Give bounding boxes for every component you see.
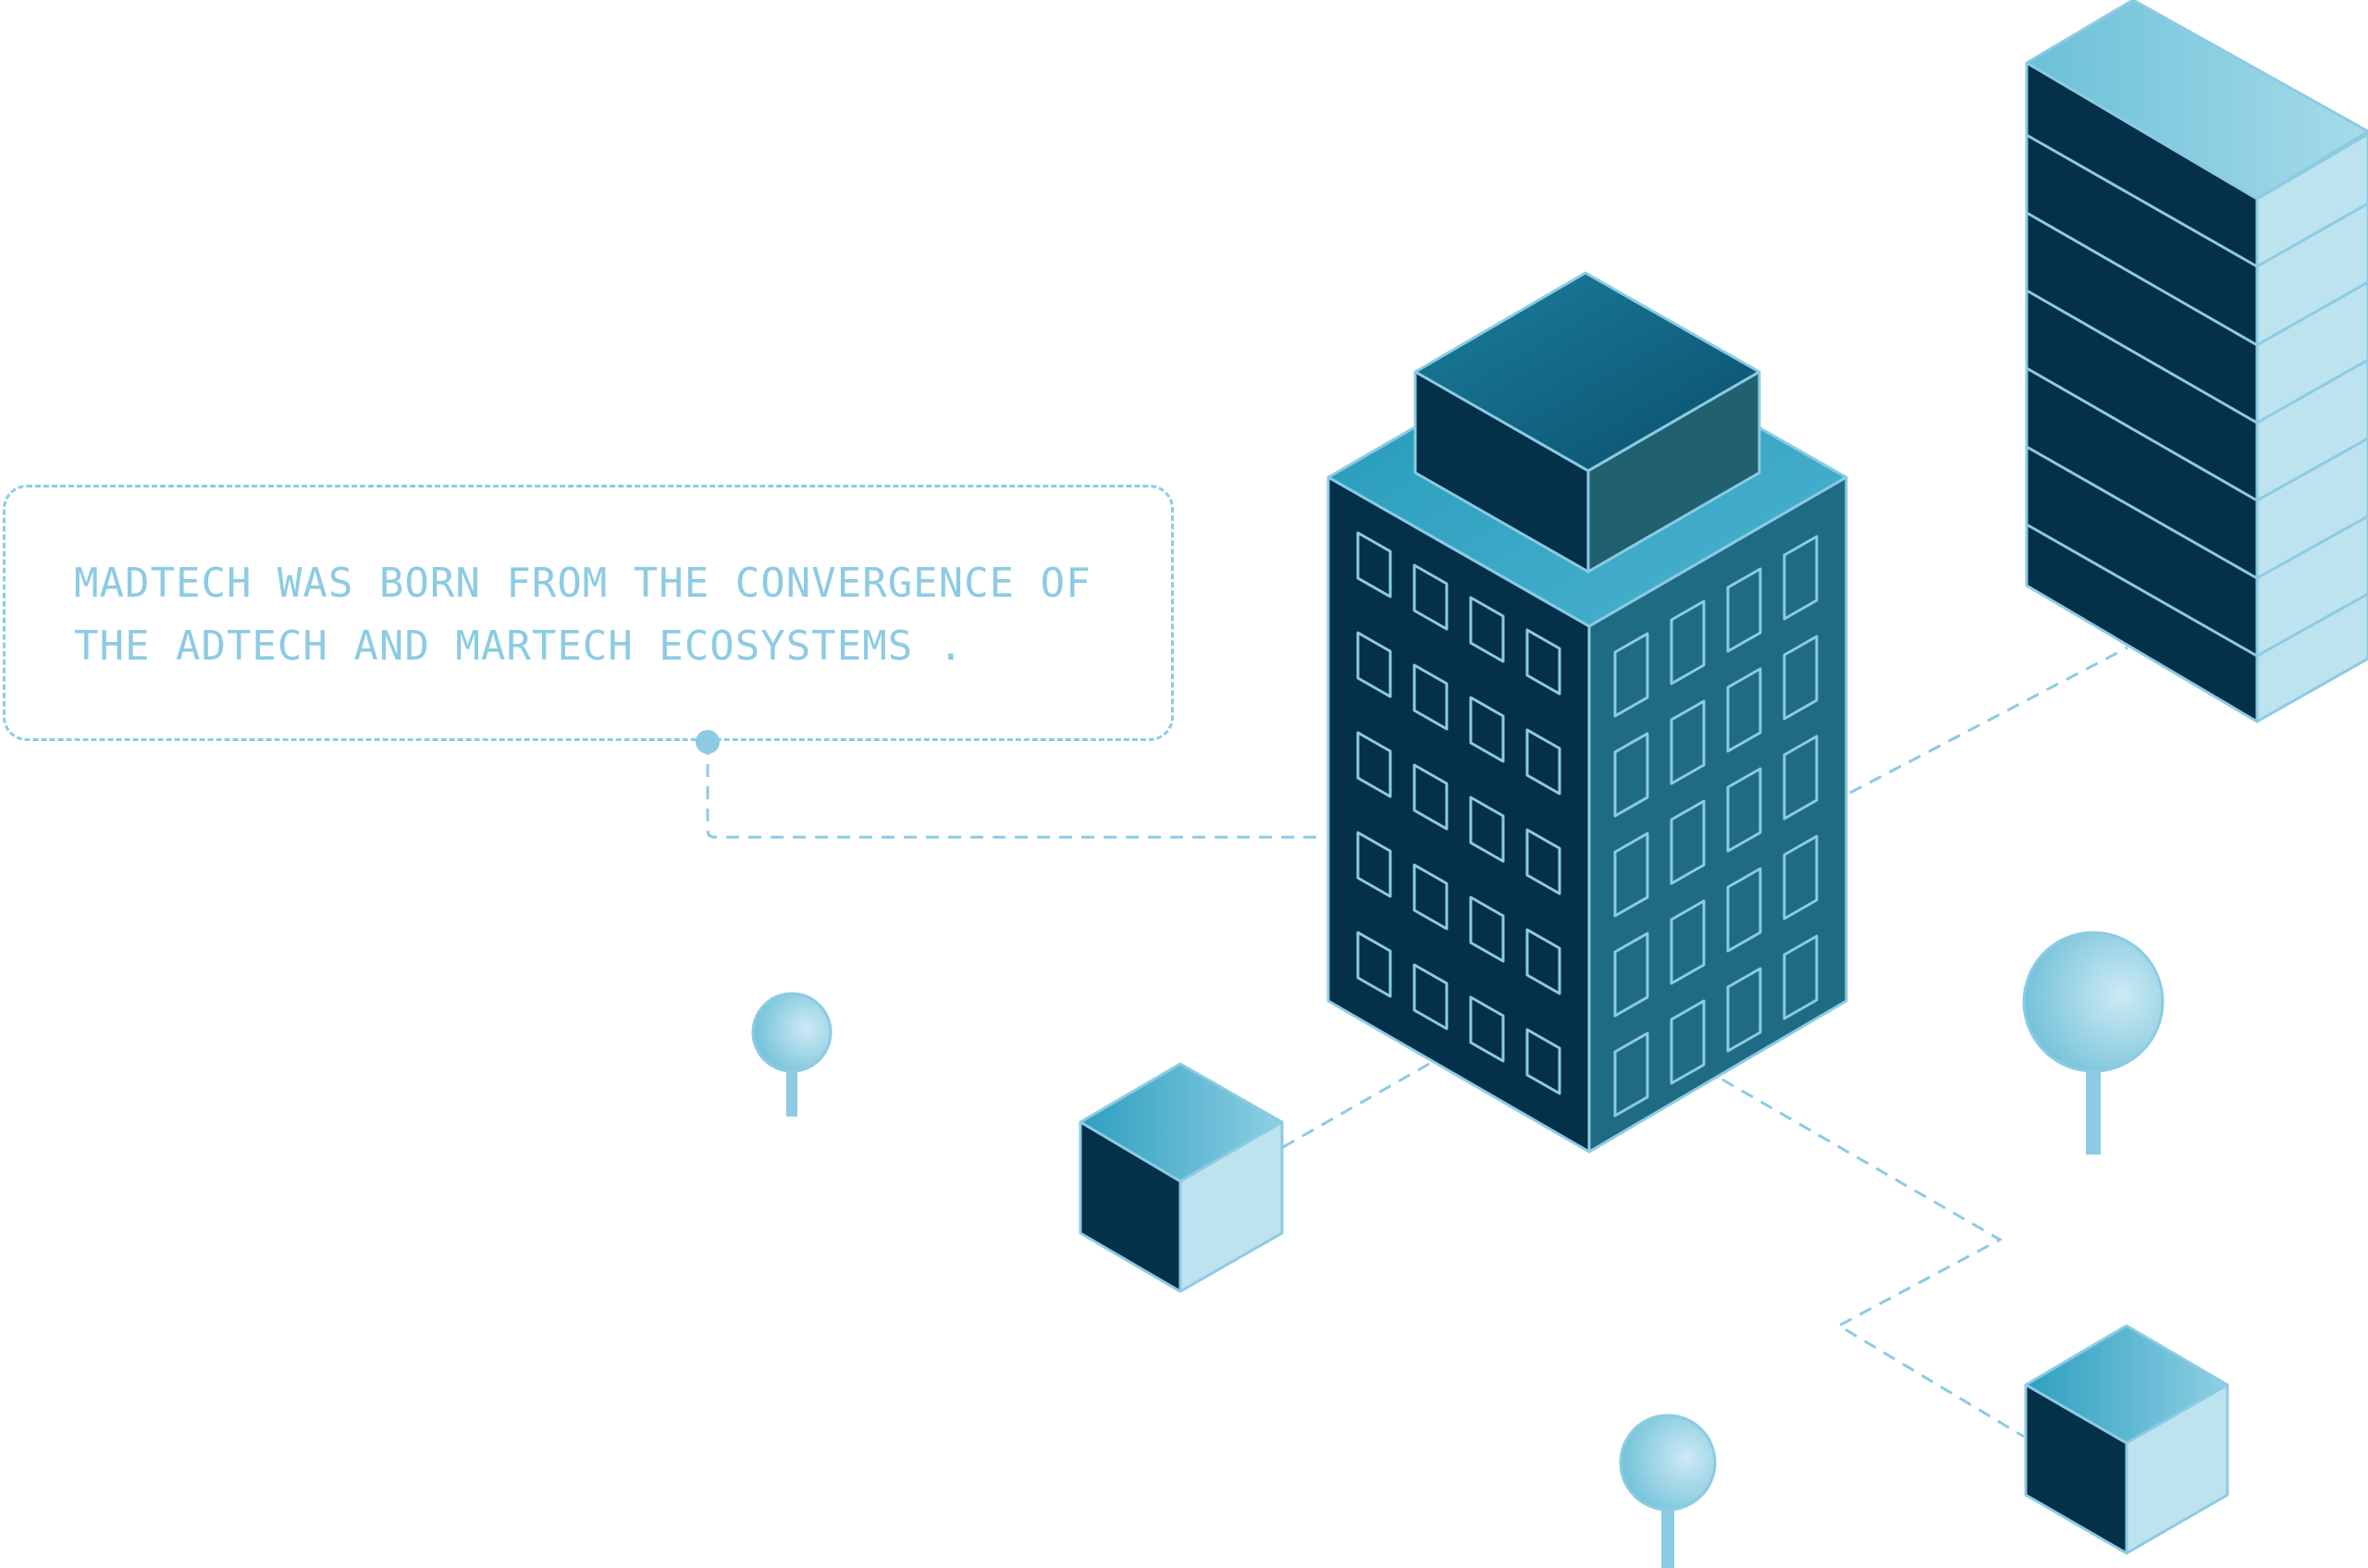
tree-icon (2022, 931, 2164, 1154)
tree-icon (751, 992, 832, 1117)
connector-dot-icon (696, 730, 720, 754)
skyscraper-icon (2025, 0, 2368, 723)
caption-line-2: THE ADTECH AND MARTECH ECOSYSTEMS . (74, 623, 965, 670)
tower-window (1670, 699, 1706, 785)
tower-window (1469, 895, 1505, 963)
tower-window (1782, 834, 1819, 920)
caption-callout-box (3, 485, 1174, 741)
tower-window (1782, 535, 1819, 621)
connector-tower-to-cube-left (1282, 1062, 1430, 1149)
tower-window (1469, 796, 1505, 863)
tower-window (1670, 999, 1706, 1085)
office-tower-icon (1326, 271, 1848, 1154)
tower-window (1469, 596, 1505, 663)
tower-window (1356, 831, 1392, 898)
tower-window (1525, 628, 1561, 696)
tower-window (1525, 728, 1561, 796)
tower-window (1412, 863, 1449, 931)
tower-window (1726, 567, 1762, 653)
tower-window (1613, 632, 1649, 718)
tower-window (1356, 731, 1392, 798)
tower-window (1726, 867, 1762, 953)
tower-window (1726, 667, 1762, 753)
tower-window (1613, 1031, 1649, 1117)
caption-line-1: MADTECH WAS BORN FROM THE CONVERGENCE OF (74, 560, 1092, 607)
tower-window (1525, 928, 1561, 995)
tower-window (1412, 663, 1449, 731)
tower-windows-left (1356, 531, 1561, 1095)
tower-window (1726, 967, 1762, 1053)
tower-window (1469, 995, 1505, 1063)
tower-window (1469, 696, 1505, 763)
tower-window (1525, 1028, 1561, 1095)
tower-window (1356, 631, 1392, 698)
tower-window (1782, 635, 1819, 721)
tower-window (1613, 932, 1649, 1018)
caption-text: MADTECH WAS BORN FROM THE CONVERGENCE OF… (74, 552, 1138, 678)
connector-tower-to-cube-right (1721, 1078, 2025, 1438)
tower-window (1525, 828, 1561, 895)
tower-window (1670, 599, 1706, 685)
tower-window (1412, 763, 1449, 831)
tower-window (1356, 531, 1392, 599)
connector-lines (706, 646, 2128, 1438)
tower-window (1670, 899, 1706, 985)
tower-window (1782, 934, 1819, 1020)
tower-windows-right (1613, 535, 1819, 1117)
cube-icon (2024, 1324, 2229, 1555)
tower-window (1356, 931, 1392, 998)
tower-window (1670, 799, 1706, 885)
tree-icon (1619, 1414, 1717, 1568)
tower-window (1613, 832, 1649, 918)
tower-window (1412, 963, 1449, 1031)
connector-caption-to-tower (706, 742, 1326, 839)
cube-icon (1079, 1062, 1284, 1293)
connector-tower-to-skyscraper (1849, 646, 2128, 795)
tower-window (1726, 767, 1762, 853)
tower-window (1412, 563, 1449, 631)
tower-window (1613, 732, 1649, 818)
tower-window (1782, 735, 1819, 821)
